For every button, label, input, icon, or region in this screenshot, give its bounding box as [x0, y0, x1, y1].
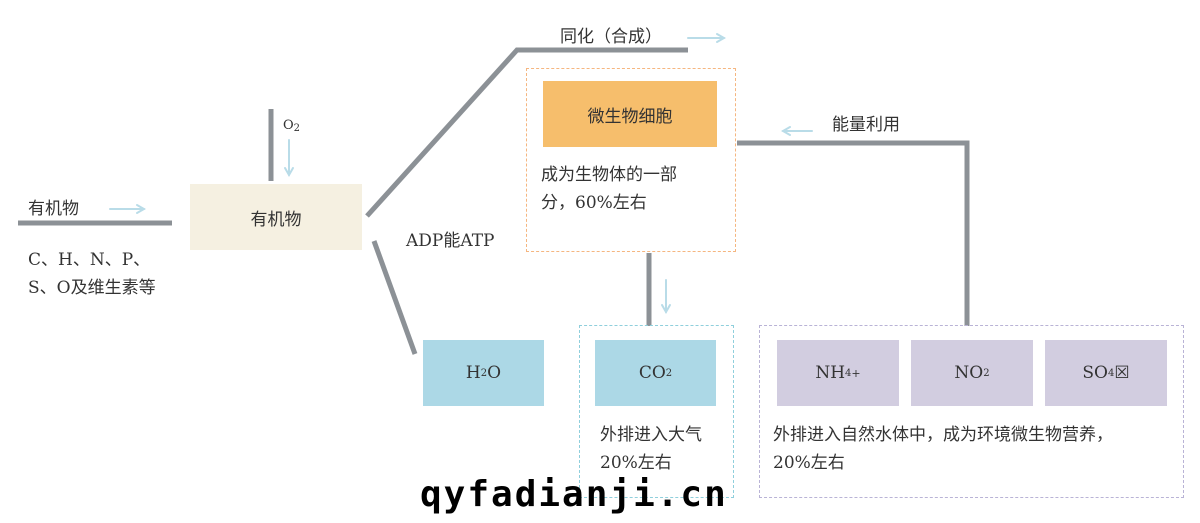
co2-desc-line1: 外排进入大气 — [600, 425, 702, 445]
nutrients-desc-line2: 20%左右 — [773, 453, 845, 473]
microbial-cell-box: 微生物细胞 — [543, 81, 717, 147]
co2-desc-line2: 20%左右 — [600, 453, 672, 473]
co2-group-frame — [579, 325, 734, 498]
assimilation-label: 同化（合成） — [560, 27, 662, 47]
cell-desc-line2: 分，60%左右 — [541, 193, 647, 213]
assimilation-arrow-icon — [687, 33, 727, 43]
nutrients-group-frame — [759, 325, 1184, 498]
input-arrow-icon — [109, 204, 147, 214]
organic-matter-box: 有机物 — [190, 184, 362, 250]
nutrients-desc-line1: 外排进入自然水体中，成为环境微生物营养， — [773, 425, 1113, 445]
energy-line — [737, 140, 970, 326]
cell-group-frame — [526, 68, 736, 252]
energy-arrow-icon — [780, 126, 813, 136]
oxygen-label: O2 — [283, 118, 301, 134]
water-line — [371, 240, 418, 355]
co2-arrow-icon — [661, 279, 671, 315]
input-elements-line1: C、H、N、P、 — [28, 250, 151, 270]
adp-atp-label: ADP能ATP — [406, 231, 495, 251]
watermark-text: qyfadianji.cn — [420, 474, 728, 515]
assimilation-line — [365, 47, 688, 218]
input-elements-line2: S、O及维生素等 — [28, 278, 156, 298]
energy-utilization-label: 能量利用 — [832, 115, 900, 135]
cell-desc-line1: 成为生物体的一部 — [541, 165, 677, 185]
oxygen-arrow-icon — [284, 139, 294, 178]
input-organic-label: 有机物 — [28, 199, 79, 219]
